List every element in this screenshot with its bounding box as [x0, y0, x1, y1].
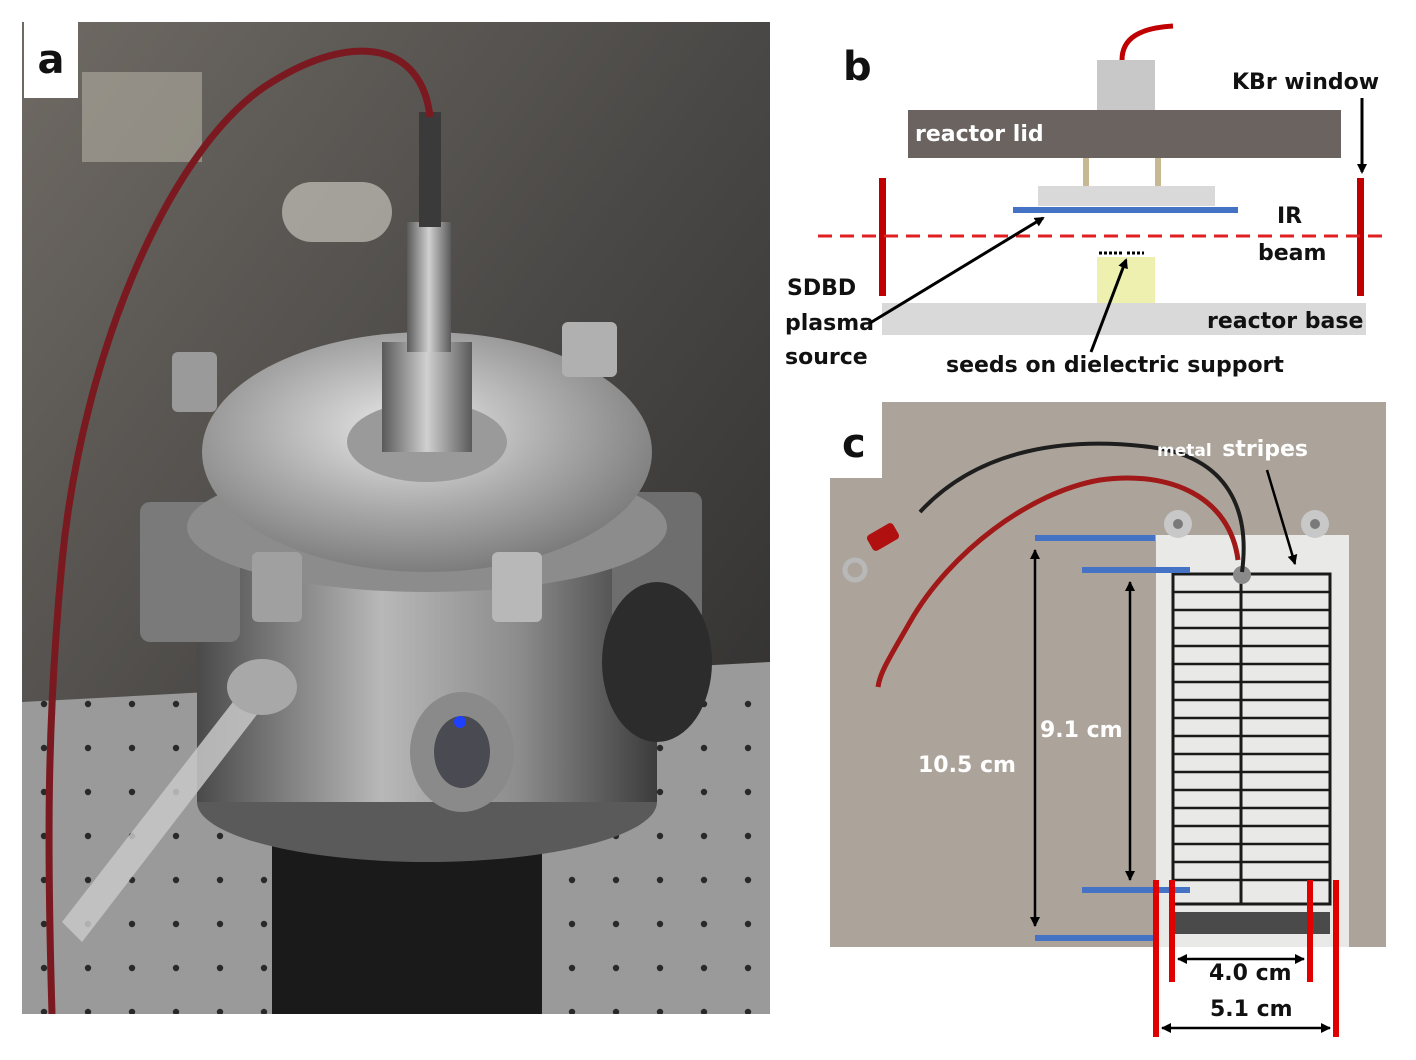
seeds-arrow — [1089, 258, 1128, 353]
sdbd-label-line1: SDBD — [787, 276, 856, 301]
reactor-lid-label: reactor lid — [915, 122, 1044, 147]
solder-joint — [1233, 566, 1251, 584]
viewport-window — [434, 716, 490, 788]
ring-terminal-crimp — [866, 523, 900, 551]
panel-label-a: a — [24, 22, 78, 98]
hv-connector-tip — [419, 112, 441, 227]
right-port-cap — [602, 582, 712, 742]
reactor-base-label: reactor base — [1207, 309, 1363, 334]
sdbd-arrow — [869, 216, 1045, 325]
metal-stripes-label: metal stripes — [1157, 437, 1308, 462]
ground-electrode-strip — [1173, 912, 1330, 934]
panel-label-c: c — [842, 421, 866, 467]
support-rod-right — [1155, 158, 1161, 188]
hv-cable — [45, 47, 434, 1014]
mount-hole-right — [1310, 519, 1320, 529]
side-port — [227, 659, 297, 715]
kbr-window-left — [879, 178, 886, 296]
lid-clamp-right — [562, 322, 617, 377]
reactor-schematic: b reactor lid KBr window IR beam reactor… — [785, 23, 1385, 378]
ir-label: IR — [1277, 204, 1302, 229]
ceramic-plate — [1156, 535, 1349, 947]
dimension-4-0-label: 4.0 cm — [1209, 961, 1292, 986]
electrode-grid — [1171, 572, 1332, 906]
blurred-window-light — [82, 72, 202, 162]
ring-terminal — [842, 557, 868, 583]
dimension-9-1-label: 9.1 cm — [1040, 718, 1123, 743]
sdbd-label-line3: source — [785, 345, 868, 370]
electrode-photo: c 10.5 cm 9.1 cm metal stripes — [830, 402, 1386, 1037]
dimension-5-1-label: 5.1 cm — [1210, 997, 1293, 1022]
panel-label-c-box — [830, 402, 882, 478]
sdbd-electrode — [1013, 207, 1238, 213]
panel-label-b: b — [843, 44, 872, 90]
beam-label: beam — [1258, 241, 1326, 266]
feedthrough-cable — [1119, 23, 1174, 61]
dimension-10-5-label: 10.5 cm — [918, 753, 1016, 778]
gas-inlet-tube — [62, 667, 282, 942]
lid-clamp-front-right — [492, 552, 542, 622]
metal-label: metal — [1157, 441, 1212, 461]
feedthrough-block — [1097, 60, 1155, 110]
kbr-window-label: KBr window — [1232, 70, 1379, 95]
kbr-window-right — [1357, 178, 1364, 296]
metal-stripes-arrow — [1265, 469, 1298, 565]
sdbd-label-line2: plasma — [785, 311, 874, 336]
support-rod-left — [1083, 158, 1089, 188]
mount-hole-left — [1173, 519, 1183, 529]
electrode-stripes — [1173, 590, 1330, 882]
seeds-label: seeds on dielectric support — [946, 353, 1284, 378]
reactor-photo — [22, 22, 770, 1014]
blurred-lamp — [282, 182, 392, 242]
stripes-label: stripes — [1222, 437, 1308, 462]
reactor-lid — [908, 110, 1341, 158]
central-feedthrough — [382, 342, 472, 452]
plasma-glow — [454, 716, 466, 728]
lid-clamp-left — [172, 352, 217, 412]
lid-clamp-front-left — [252, 552, 302, 622]
reactor-base — [882, 303, 1366, 335]
red-lead-wire — [875, 475, 1241, 688]
black-lead-wire — [918, 441, 1246, 573]
hv-connector — [407, 222, 451, 352]
sdbd-dielectric-plate — [1038, 186, 1215, 206]
